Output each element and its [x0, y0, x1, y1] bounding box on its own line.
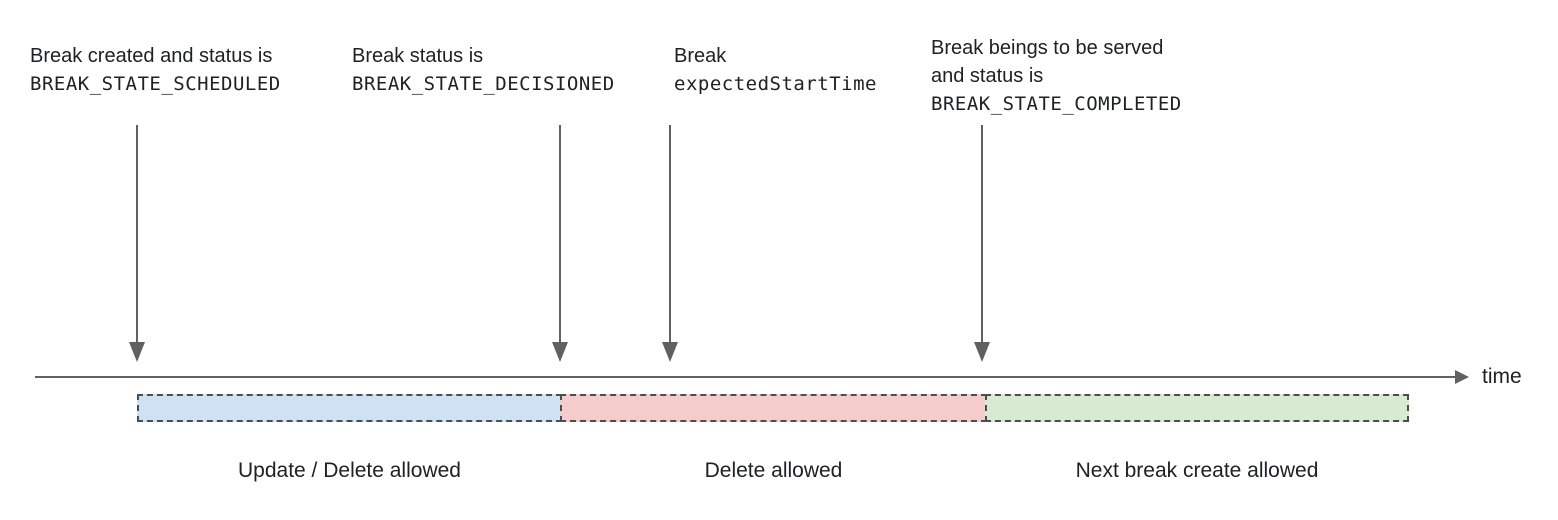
- arrow-shaft: [981, 125, 983, 343]
- annotation-code: expectedStartTime: [674, 73, 877, 95]
- arrow-head-icon: [662, 342, 678, 362]
- annotation-expected-start-time: Break expectedStartTime: [674, 42, 877, 98]
- arrow-head-icon: [129, 342, 145, 362]
- annotation-code: BREAK_STATE_SCHEDULED: [30, 73, 281, 95]
- arrow-shaft: [559, 125, 561, 343]
- segment-next-break-create-allowed: [985, 394, 1409, 422]
- segment-update-delete-allowed: [137, 394, 562, 422]
- annotation-break-scheduled: Break created and status is BREAK_STATE_…: [30, 42, 281, 98]
- arrow-shaft: [669, 125, 671, 343]
- down-arrow-decisioned: [552, 125, 568, 362]
- annotation-text: Break status is: [352, 45, 484, 67]
- time-axis-label: time: [1482, 365, 1522, 388]
- segment-label-next-break-create: Next break create allowed: [1075, 459, 1319, 482]
- annotation-break-decisioned: Break status is BREAK_STATE_DECISIONED: [352, 42, 615, 98]
- time-axis: [35, 376, 1457, 378]
- arrow-head-icon: [552, 342, 568, 362]
- annotation-code: BREAK_STATE_COMPLETED: [931, 93, 1182, 115]
- annotation-text: Break beings to be served: [931, 37, 1164, 59]
- annotation-text: Break: [674, 45, 727, 67]
- time-axis-arrowhead-icon: [1455, 370, 1469, 384]
- segment-label-delete: Delete allowed: [704, 459, 843, 482]
- segment-delete-allowed: [560, 394, 987, 422]
- annotation-text: Break created and status is: [30, 45, 273, 67]
- annotation-code: BREAK_STATE_DECISIONED: [352, 73, 615, 95]
- period-bar: [137, 394, 1409, 422]
- annotation-break-completed: Break beings to be served and status is …: [931, 34, 1182, 118]
- segment-label-update-delete: Update / Delete allowed: [238, 459, 461, 482]
- down-arrow-expected-start: [662, 125, 678, 362]
- down-arrow-scheduled: [129, 125, 145, 362]
- arrow-head-icon: [974, 342, 990, 362]
- annotation-text: and status is: [931, 65, 1044, 87]
- arrow-shaft: [136, 125, 138, 343]
- down-arrow-completed: [974, 125, 990, 362]
